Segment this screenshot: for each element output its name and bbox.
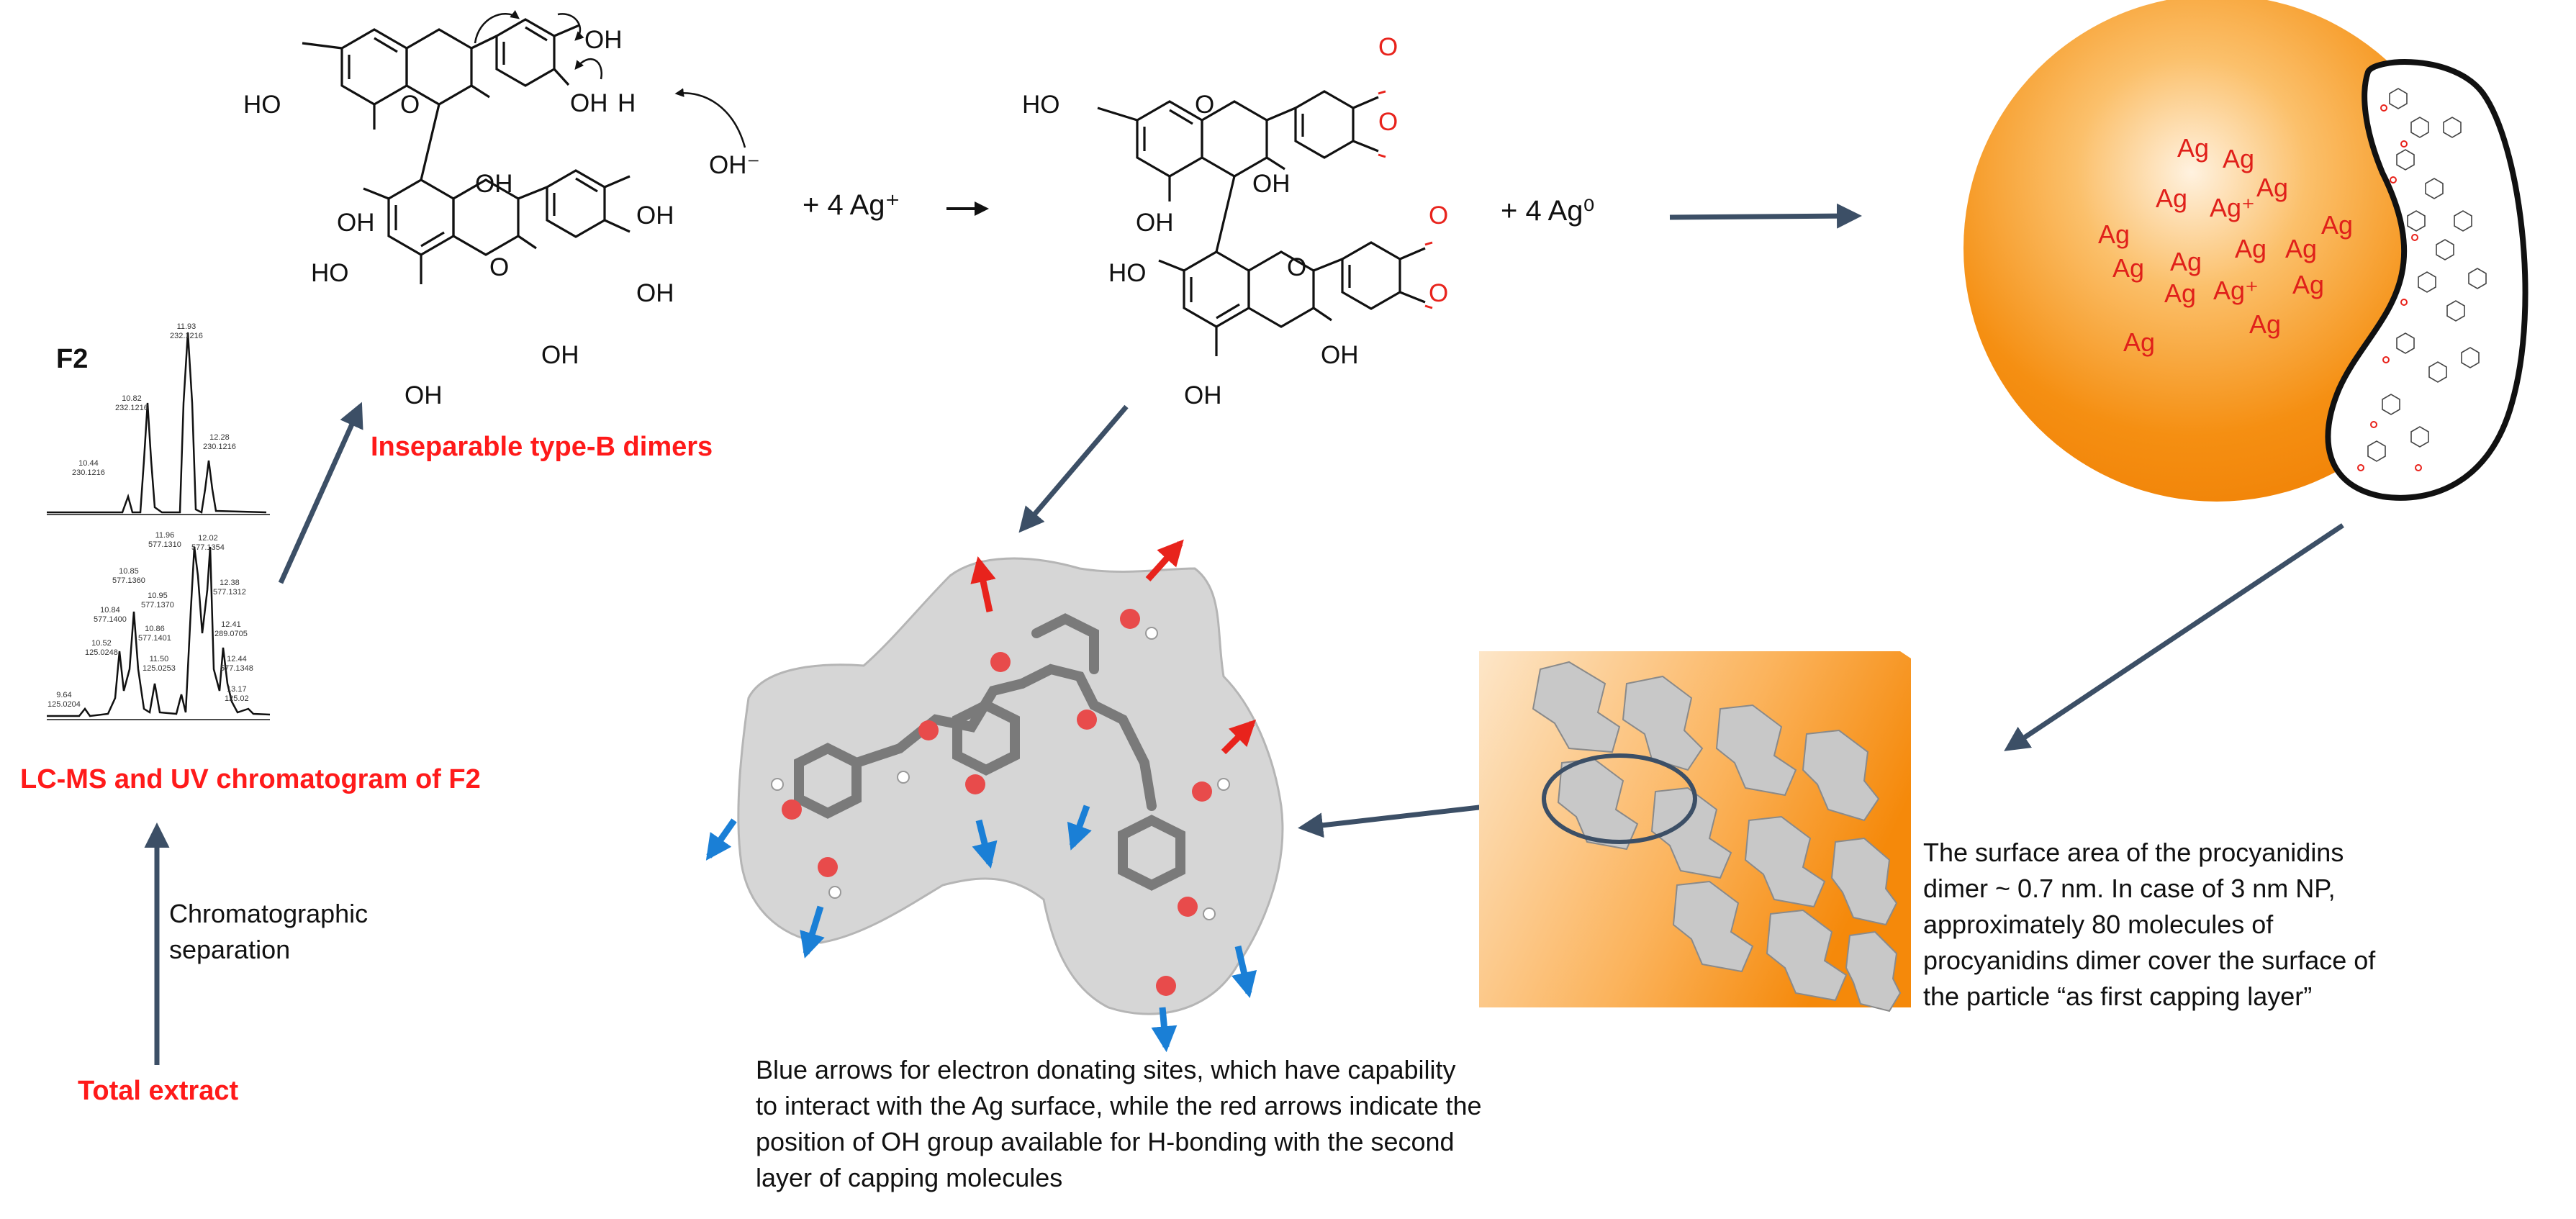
atom-label-o-3: O xyxy=(1195,91,1215,119)
atom-label-o-4: O xyxy=(1287,253,1307,281)
capping-oxygen-atoms xyxy=(2357,104,2422,471)
atom-label-oh-8: OH xyxy=(541,341,579,369)
ag-label-12: Ag xyxy=(2292,270,2325,299)
peak-label: 10.84 577.1400 xyxy=(94,606,127,624)
lcms-label: LC-MS and UV chromatogram of F2 xyxy=(20,764,481,794)
ag-label-10: Ag xyxy=(2170,247,2202,276)
arrow-to-3d-model xyxy=(1018,404,1129,533)
atom-label-oh-6: OH xyxy=(636,201,674,230)
electron-donating-arrows xyxy=(705,805,1257,1053)
atom-label-oh-9: OH xyxy=(405,381,443,409)
peak-label: 10.85 577.1360 xyxy=(112,567,145,585)
ag-label-14: Ag xyxy=(2123,327,2156,357)
atom-label-oh-12: OH xyxy=(1321,341,1359,369)
f2-label: F2 xyxy=(56,344,89,374)
dimers-label: Inseparable type-B dimers xyxy=(371,432,713,462)
surface-coverage-caption: The surface area of the procyanidins dim… xyxy=(1923,838,2376,1011)
electron-sites-caption: Blue arrows for electron donating sites,… xyxy=(756,1055,1482,1192)
atom-label-o-1: O xyxy=(400,91,420,119)
highlight-ellipse xyxy=(1542,753,1697,844)
atom-label-oh-7: OH xyxy=(636,279,674,307)
arrow-chromatogram-to-dimers xyxy=(278,402,363,584)
capping-layer-molecules xyxy=(2367,88,2487,462)
oxidized-structure xyxy=(1097,90,1426,356)
atom-label-oh-2: OH xyxy=(337,209,375,237)
peak-label: 10.52 125.0248 xyxy=(85,639,118,657)
peak-label: 12.41 289.0705 xyxy=(214,620,248,638)
nanoparticle xyxy=(1963,0,2528,502)
hydrogen-atoms xyxy=(771,627,1230,920)
atom-label-ho-3: HO xyxy=(1022,91,1060,119)
reaction-ag-ion: + 4 Ag⁺ xyxy=(803,189,900,221)
molecule-3d-model xyxy=(705,539,1284,1053)
peak-label: 10.86 577.1401 xyxy=(138,625,171,643)
surface-view xyxy=(1479,651,1911,1012)
h-bonding-arrows xyxy=(970,539,1257,755)
dimer-structure xyxy=(302,10,746,284)
ag-label-9: Ag xyxy=(2112,253,2145,283)
ag-label-2: Ag xyxy=(2223,144,2255,173)
atom-label-o-red-2: O xyxy=(1378,108,1398,136)
top-trace xyxy=(47,332,267,514)
atom-label-ho-2: HO xyxy=(311,259,349,287)
bottom-trace xyxy=(47,546,271,717)
atom-label-o-red-1: O xyxy=(1378,33,1398,61)
atom-label-oh-11: OH xyxy=(1252,170,1291,198)
chromatogram xyxy=(47,332,271,720)
peak-label: 12.38 577.1312 xyxy=(213,579,246,597)
atom-label-o-red-4: O xyxy=(1429,279,1449,307)
ag-label-13: Ag xyxy=(2249,309,2282,339)
arrow-to-nanoparticle xyxy=(1669,203,1862,229)
peak-label: 10.44 230.1216 xyxy=(72,459,105,477)
peak-label: 12.44 577.1348 xyxy=(220,655,253,673)
atom-label-oh-3: OH xyxy=(475,170,513,198)
ag-label-8: Ag xyxy=(2285,234,2318,263)
peak-label: 11.96 577.1310 xyxy=(148,531,181,549)
chromatographic-label: Chromatographic separation xyxy=(169,899,369,964)
atom-label-h: H xyxy=(618,89,636,117)
peak-label: 12.28 230.1216 xyxy=(203,433,236,451)
peak-label: 11.93 232.1216 xyxy=(170,322,203,340)
ag-label-7: Ag xyxy=(2235,234,2267,263)
atom-label-oh-13: OH xyxy=(1184,381,1222,409)
arrow-to-surface xyxy=(2004,523,2344,751)
peak-label: 11.50 125.0253 xyxy=(143,655,176,673)
atom-label-ho-4: HO xyxy=(1108,259,1147,287)
atom-label-ho-1: HO xyxy=(243,91,281,119)
peak-label: 9.64 125.0204 xyxy=(48,691,81,709)
atom-label-oh-4: OH xyxy=(584,26,623,54)
adsorbed-molecules xyxy=(1532,661,1902,1012)
molecular-bonds xyxy=(794,613,1185,891)
ag-label-6: Ag xyxy=(2098,219,2130,249)
reaction-ag0: + 4 Ag⁰ xyxy=(1501,195,1595,227)
atom-label-oh-10: OH xyxy=(1136,209,1174,237)
ag-ion-label-1: Ag⁺ xyxy=(2210,193,2256,222)
ag-label-1: Ag xyxy=(2177,133,2210,163)
total-extract-label: Total extract xyxy=(78,1076,239,1106)
atom-label-o-red-3: O xyxy=(1429,201,1449,230)
peak-label: 10.82 232.1216 xyxy=(115,394,148,412)
oxygen-atoms xyxy=(782,609,1212,996)
peak-label: 13.17 125.02 xyxy=(225,685,249,703)
peak-label: 12.02 577.1354 xyxy=(191,534,225,552)
ag-label-3: Ag xyxy=(2156,183,2188,213)
ag-label-4: Ag xyxy=(2256,173,2289,202)
ag-label-11: Ag xyxy=(2164,278,2197,308)
atom-label-oh-5: OH xyxy=(570,89,608,117)
carbonyl-bonds xyxy=(1378,90,1433,309)
hydroxide-label: OH⁻ xyxy=(709,151,760,179)
ag-label-5: Ag xyxy=(2321,210,2354,240)
ag-ion-label-2: Ag⁺ xyxy=(2213,276,2259,305)
capping-layer-outline xyxy=(2325,59,2528,501)
atom-label-o-2: O xyxy=(489,253,510,281)
peak-label: 10.95 577.1370 xyxy=(141,592,174,610)
